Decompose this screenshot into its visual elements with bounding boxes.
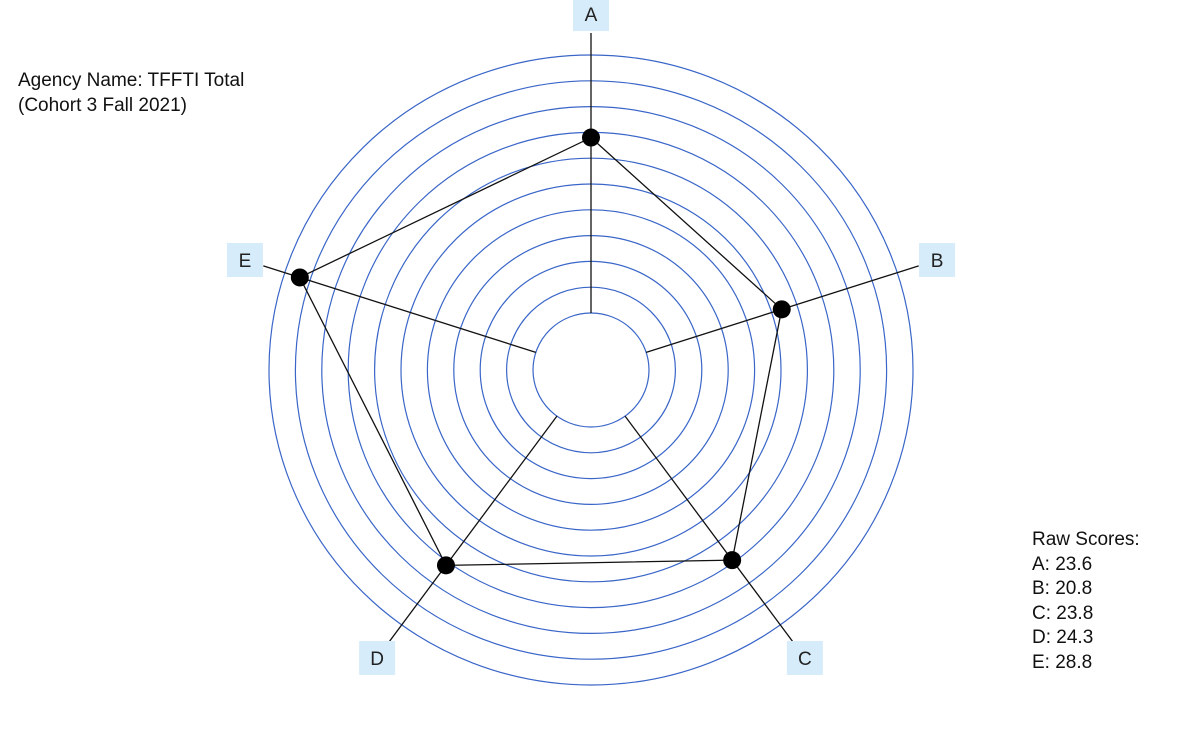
axis-line-c — [624, 415, 795, 644]
axis-line-e — [263, 265, 537, 354]
axis-label-e: E — [226, 243, 263, 278]
axis-label-text: D — [370, 649, 384, 670]
raw-score-b: B: 20.8 — [1032, 578, 1093, 600]
raw-scores-heading: Raw Scores: — [1032, 529, 1140, 550]
score-point-d — [436, 556, 455, 575]
title-line-1: Agency Name: TFFTI Total — [18, 70, 245, 91]
axis-label-text: A — [585, 5, 598, 26]
axis-label-box — [226, 243, 263, 278]
axis-label-text: C — [798, 649, 812, 670]
axis-label-c: C — [786, 640, 823, 675]
score-point-a — [582, 128, 600, 147]
raw-score-a: A: 23.6 — [1032, 553, 1093, 575]
raw-score-e: E: 28.8 — [1032, 651, 1093, 673]
axis-label-box — [919, 243, 956, 278]
score-point-b — [772, 300, 791, 319]
score-point-e — [290, 268, 309, 287]
axis-line-d — [387, 415, 558, 644]
raw-scores-panel: Raw Scores: A: 23.6 B: 20.8 C: 23.8 D: 2… — [1032, 528, 1140, 676]
axis-label-text: B — [931, 251, 944, 272]
title-line-2: (Cohort 3 Fall 2021) — [18, 95, 187, 116]
axis-label-a: A — [573, 0, 609, 32]
score-points — [290, 128, 791, 575]
axis-label-box — [786, 640, 823, 675]
radar-ring-1 — [532, 312, 650, 428]
raw-score-c: C: 23.8 — [1032, 602, 1094, 624]
axis-label-b: B — [919, 243, 956, 278]
radar-axes — [263, 32, 919, 644]
score-polygon — [298, 136, 783, 567]
axis-labels: A B C D E — [226, 0, 956, 675]
score-point-c — [723, 551, 742, 570]
raw-score-d: D: 24.3 — [1032, 627, 1094, 649]
axis-label-d: D — [359, 640, 396, 675]
score-outline — [298, 136, 783, 567]
chart-title: Agency Name: TFFTI Total (Cohort 3 Fall … — [18, 68, 244, 118]
axis-label-text: E — [239, 251, 252, 272]
axis-label-box — [359, 640, 396, 675]
axis-label-box — [573, 0, 609, 32]
